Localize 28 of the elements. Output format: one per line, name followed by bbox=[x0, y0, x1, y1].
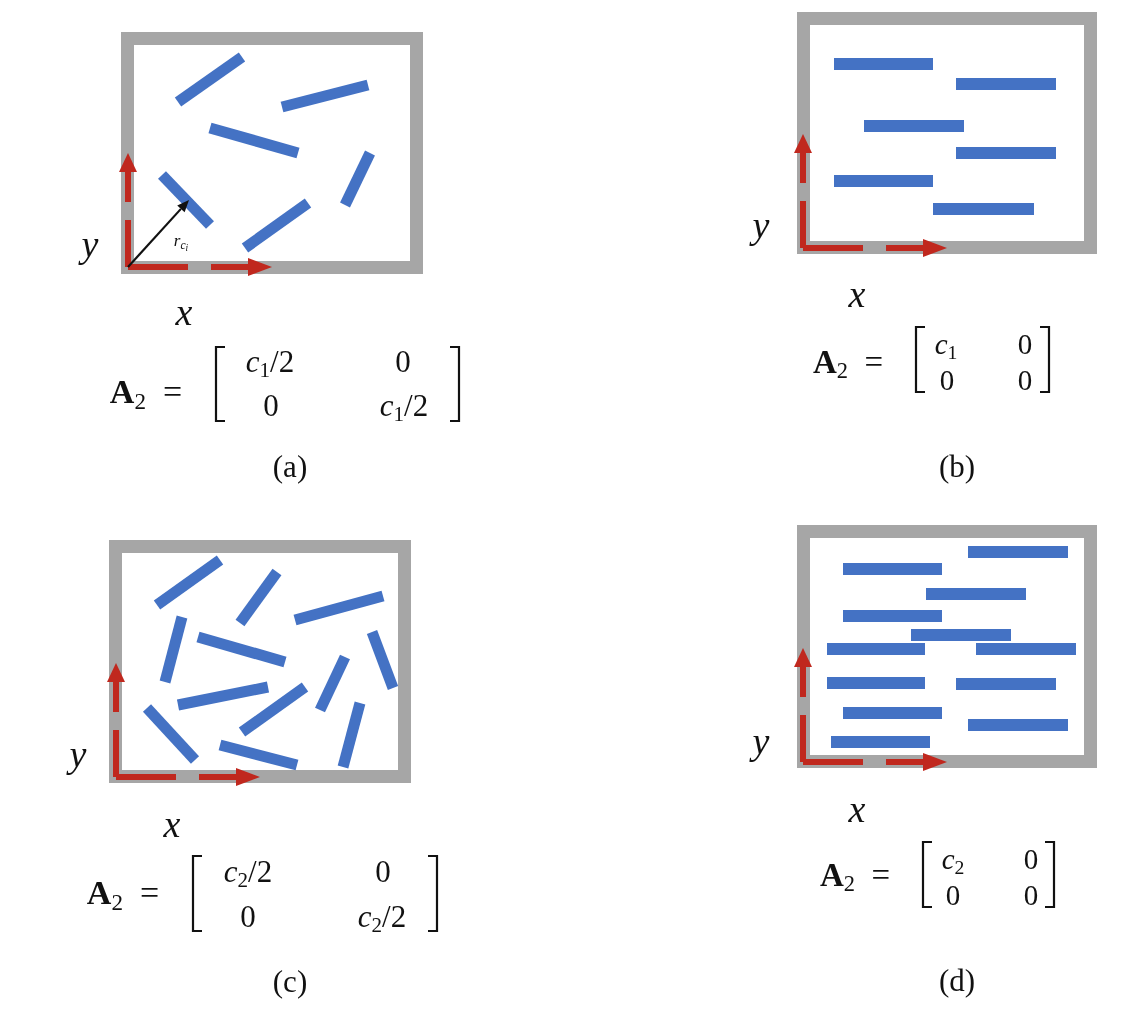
axis-label: x bbox=[175, 292, 193, 334]
matrix-equation-label: A$_{2}$ = bbox=[109, 373, 183, 411]
matrix-entry: c$_{1}$/2 bbox=[245, 344, 295, 380]
matrix-entry: 0 bbox=[395, 344, 411, 380]
matrix-entry: 0 bbox=[240, 899, 256, 935]
matrix-entry: 0 bbox=[945, 880, 961, 912]
matrix-entry: c$_{2}$/2 bbox=[223, 854, 273, 890]
matrix-entry: c$_{2}$ bbox=[941, 844, 965, 876]
subfigure-label: (a) bbox=[272, 449, 308, 485]
matrix-equation-label: A$_{2}$ = bbox=[812, 343, 884, 381]
matrix-entry: 0 bbox=[1017, 365, 1033, 397]
matrix-entry: 0 bbox=[1023, 844, 1039, 876]
matrix-entry: c$_{2}$/2 bbox=[357, 899, 407, 935]
matrix-equation-label: A$_{2}$ = bbox=[819, 856, 891, 894]
matrix-equation-label: A$_{2}$ = bbox=[86, 874, 160, 912]
matrix-entry: 0 bbox=[1017, 329, 1033, 361]
matrix-entry: 0 bbox=[1023, 880, 1039, 912]
matrix-entry: c$_{1}$ bbox=[934, 329, 958, 361]
subfigure-label: (d) bbox=[938, 963, 976, 999]
matrix-entry: 0 bbox=[263, 388, 279, 424]
matrix-entry: 0 bbox=[939, 365, 955, 397]
axis-label: x bbox=[848, 274, 866, 316]
matrix-entry: 0 bbox=[375, 854, 391, 890]
matrix-entry: c$_{1}$/2 bbox=[379, 388, 429, 424]
axis-label: x bbox=[163, 804, 181, 846]
subfigure-label: (c) bbox=[272, 964, 308, 1000]
axis-label: x bbox=[848, 789, 866, 831]
subfigure-label: (b) bbox=[938, 449, 976, 485]
